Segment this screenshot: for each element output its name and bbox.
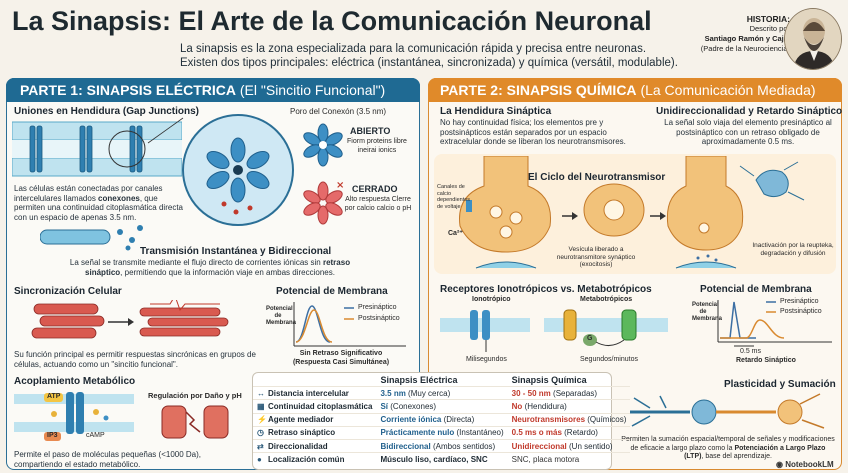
- calcium-ion-label: Ca²⁺: [448, 230, 463, 237]
- connexon-pore-label: Poro del Conexón (3.5 nm): [290, 107, 387, 116]
- plasticity-title: Plasticidad y Sumación: [724, 379, 836, 390]
- inactivation-label: Inactivación por la reupteka, degradació…: [752, 242, 834, 257]
- delay-value-label: 0.5 ms: [740, 348, 762, 355]
- transmission-title: Transmisión Instantánea y Bidireccional: [140, 246, 332, 257]
- portrait-icon: [785, 9, 841, 69]
- sync-title: Sincronización Celular: [14, 286, 122, 297]
- cleft-desc: No hay continuidad física; los elementos…: [440, 118, 626, 146]
- electrical-pre-legend: Presináptico: [358, 304, 397, 311]
- metabolic-title: Acoplamiento Metabólico: [14, 376, 136, 387]
- potential-title-electrical: Potencial de Membrana: [276, 286, 388, 297]
- lightning-icon: ⚡: [257, 415, 267, 425]
- atp-label: ATP: [44, 393, 64, 402]
- chemical-potential-chart: [717, 300, 832, 347]
- ionotropic-label: Ionotrópico: [472, 296, 511, 303]
- page-title: La Sinapsis: El Arte de la Comunicación …: [12, 6, 652, 36]
- milliseconds-label: Milisegundos: [466, 356, 507, 363]
- cleft-title: La Hendidura Sináptica: [440, 106, 552, 117]
- vesicle-label: Vesícula liberado a neurotransmitore syn…: [556, 246, 636, 268]
- chemical-post-legend: Postsináptico: [780, 308, 822, 315]
- electrical-potential-ylabel: Potencial de Membrana: [266, 306, 297, 326]
- closed-state-label: CERRADO: [352, 184, 398, 194]
- seconds-label: Segundos/minutos: [580, 356, 638, 363]
- gap-junction-desc: Las células están conectadas por canales…: [14, 184, 183, 222]
- brand-label: ◉ NotebookLM: [776, 460, 834, 469]
- open-state-label: ABIERTO: [350, 126, 391, 136]
- electrical-potential-chart: [293, 302, 406, 347]
- regulation-label: Regulación por Daño y pH: [148, 391, 242, 400]
- history-name: Santiago Ramón y Cajal: [704, 34, 790, 43]
- sync-desc: Su función principal es permitir respues…: [14, 350, 256, 369]
- chemical-potential-ylabel: Potencial de Membrana: [692, 302, 723, 322]
- no-delay-label: Sin Retraso Significativo(Respuesta Casi…: [292, 350, 390, 366]
- grid-icon: ▦: [257, 401, 265, 411]
- ion-channel-tube: [40, 225, 143, 251]
- plasticity-diagram: [630, 393, 825, 429]
- svg-text:×: ×: [336, 180, 344, 191]
- chemical-pre-legend: Presináptico: [780, 298, 819, 305]
- potential-title-chemical: Potencial de Membrana: [700, 284, 812, 295]
- camp-label: cAMP: [86, 432, 105, 439]
- clock-icon: ◷: [257, 428, 264, 438]
- part2-header: PARTE 2: SINAPSIS QUÍMICA (La Comunicaci…: [428, 78, 842, 102]
- col-electrical-header: Sinapsis Eléctrica: [380, 374, 458, 385]
- unidirectional-desc: La señal solo viaja del elemento presiná…: [664, 118, 832, 146]
- table-row: ↔Distancia intercelular 3.5 nm (Muy cerc…: [253, 386, 631, 400]
- history-label: HISTORIA:: [746, 14, 790, 24]
- table-row: ⇄Direccionalidad Bidireccional (Ambos se…: [253, 438, 631, 453]
- gap-junction-title: Uniones en Hendidura (Gap Junctions): [14, 106, 200, 117]
- brand-icon: ◉: [776, 460, 786, 469]
- comparison-table: Sinapsis Eléctrica Sinapsis Química ↔Dis…: [252, 372, 631, 470]
- damaged-cell-icon: [161, 405, 229, 439]
- closed-state-desc: Alto respuesta Clerre por calcio calcio …: [344, 196, 412, 212]
- history-line1: Descrito por: [749, 24, 790, 33]
- table-row: ⚡Agente mediador Corriente iónica (Direc…: [253, 412, 631, 427]
- part1-header: PARTE 1: SINAPSIS ELÉCTRICA (El "Sinciti…: [6, 78, 420, 102]
- neurotransmitter-cycle-diagram: [459, 156, 805, 269]
- muscle-cells-diagram: [31, 300, 229, 339]
- electrical-post-legend: Postsináptico: [358, 315, 400, 322]
- table-row: ●Localización común Músculo liso, cardía…: [253, 452, 631, 466]
- transmission-desc: La señal se transmite mediante el flujo …: [69, 258, 351, 277]
- metabolic-desc: Permite el paso de moléculas pequeñas (<…: [14, 450, 201, 469]
- calcium-channels-label: Canales de calcio dependientes de voltaj…: [437, 184, 471, 210]
- receptors-title: Receptores Ionotrópicos vs. Metabotrópic…: [440, 284, 652, 295]
- delay-label: Retardo Sináptico: [736, 357, 796, 364]
- unidirectional-title: Unidireccionalidad y Retardo Sináptico: [656, 106, 843, 117]
- subtitle-line-2: Existen dos tipos principales: eléctrica…: [180, 57, 678, 69]
- history-line3: (Padre de la Neurociencia): [700, 44, 790, 53]
- bidirectional-arrows-icon: ⇄: [257, 441, 264, 451]
- metabotropic-label: Metabotrópicos: [580, 296, 633, 303]
- g-protein-label: G: [587, 335, 593, 342]
- closed-connexon-icon: ×: [303, 180, 344, 225]
- gap-junction-diagram: [12, 121, 182, 177]
- open-connexon-icon: [303, 123, 343, 167]
- table-row: ▦Continuidad citoplasmática Sí (Conexone…: [253, 399, 631, 414]
- receptors-diagram: [440, 309, 668, 352]
- open-state-desc: Fiorm proteins libre ineirai ionics: [347, 138, 407, 154]
- table-row: ◷Retraso sináptico Prácticamente nulo (I…: [253, 425, 631, 440]
- location-icon: ●: [257, 454, 262, 464]
- distance-icon: ↔: [257, 388, 265, 398]
- history-box: HISTORIA: Descrito por Santiago Ramón y …: [668, 14, 790, 54]
- portrait-image: [784, 8, 842, 70]
- metabolic-coupling-diagram: [14, 392, 134, 434]
- connexon-magnifier: [147, 114, 294, 226]
- subtitle-line-1: La sinapsis es la zona especializada par…: [180, 43, 647, 55]
- cycle-title: El Ciclo del Neurotransmisor: [528, 172, 666, 183]
- plasticity-desc: Permiten la sumación espacial/temporal d…: [621, 436, 835, 460]
- col-chemical-header: Sinapsis Química: [511, 374, 587, 385]
- ip3-label: IP3: [44, 432, 61, 441]
